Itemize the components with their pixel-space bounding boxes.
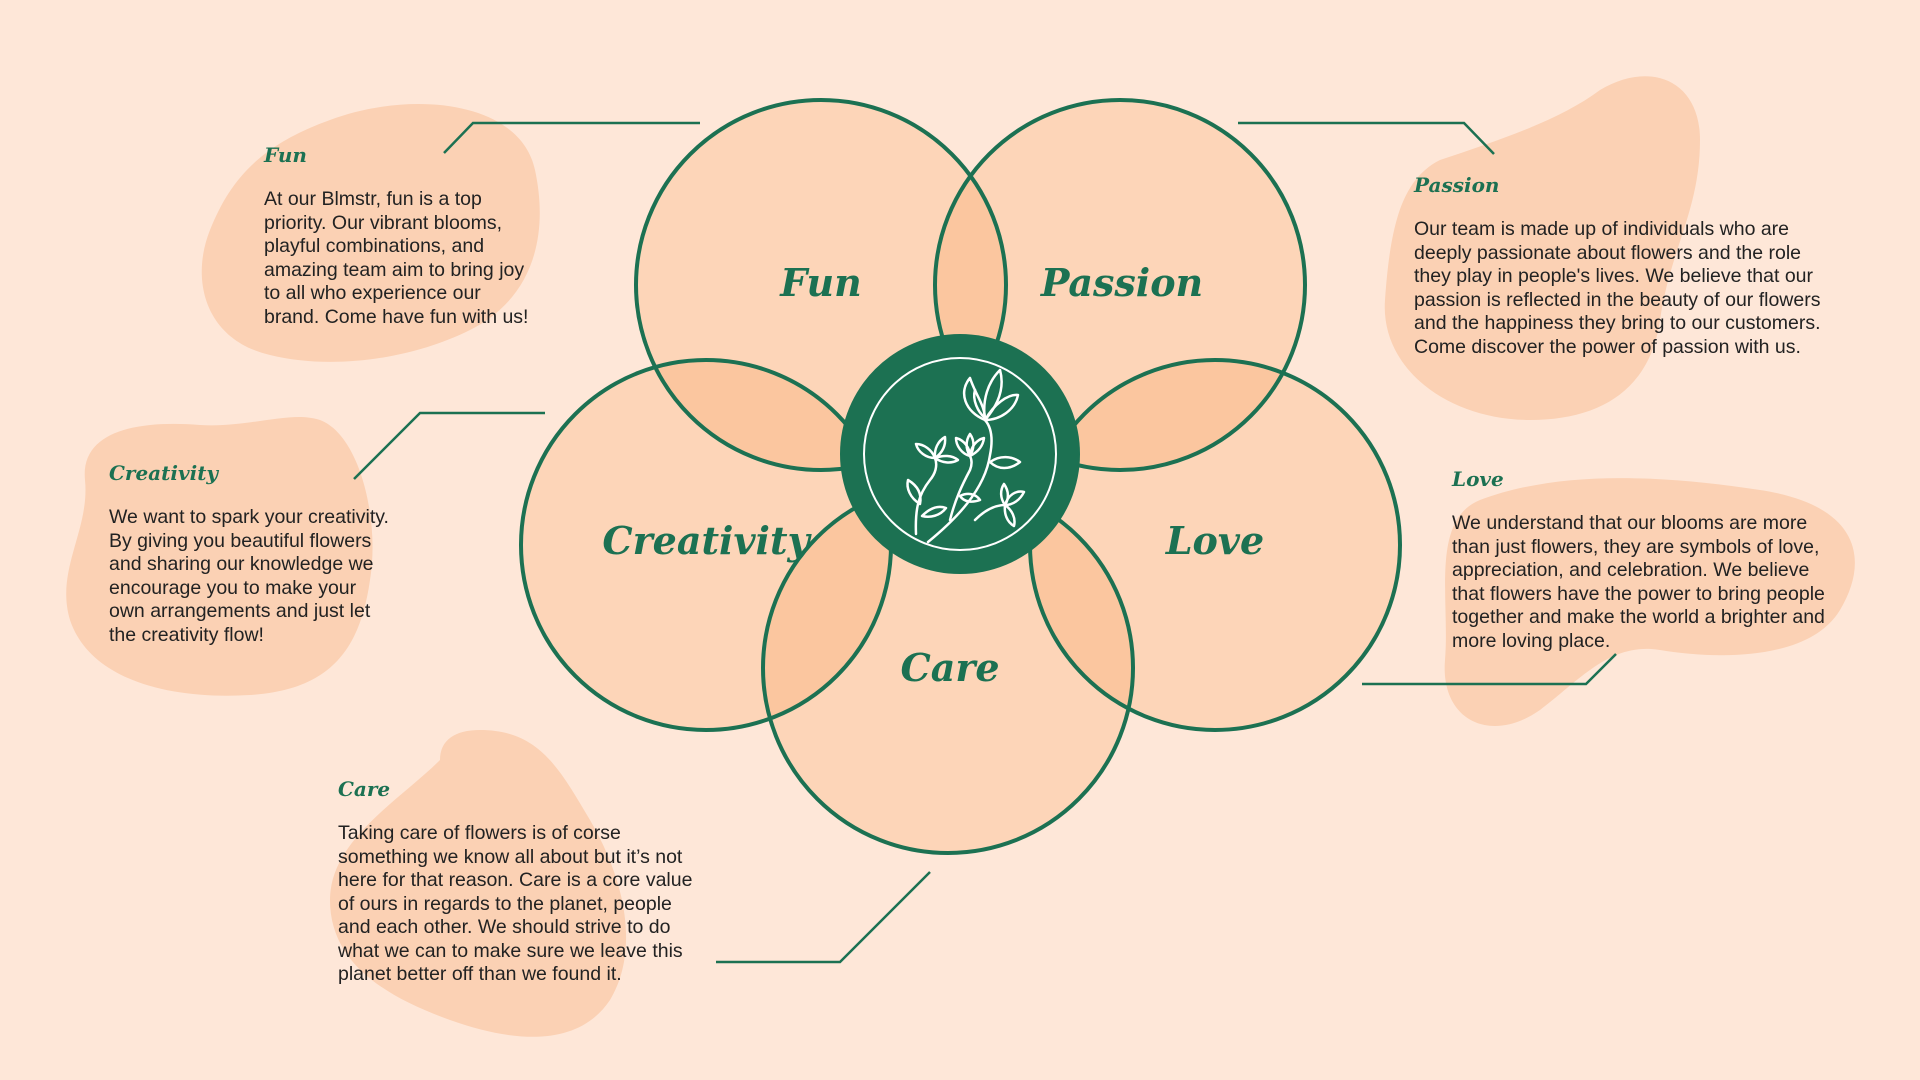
care-line: of ours in regards to the planet, people	[338, 893, 672, 915]
love-title: Love	[1452, 467, 1872, 491]
care-line: here for that reason. Care is a core val…	[338, 869, 692, 891]
care-line: something we know all about but it’s not	[338, 846, 682, 868]
fun-line: to all who experience our	[264, 282, 481, 304]
fun-line: At our Blmstr, fun is a top	[264, 188, 482, 210]
care-line: planet better off than we found it.	[338, 963, 622, 985]
passion-line: they play in people's lives. We believe …	[1414, 265, 1813, 287]
passion-line: passion is reflected in the beauty of ou…	[1414, 289, 1820, 311]
love-body: We understand that our blooms are more t…	[1452, 512, 1872, 653]
creativity-line: the creativity flow!	[109, 624, 264, 646]
love-line: appreciation, and celebration. We believ…	[1452, 559, 1809, 581]
care-line: and each other. We should strive to do	[338, 916, 670, 938]
love-line: more loving place.	[1452, 630, 1610, 652]
creativity-body: We want to spark your creativity. By giv…	[109, 506, 429, 647]
love-line: together and make the world a brighter a…	[1452, 606, 1825, 628]
fun-description: Fun At our Blmstr, fun is a top priority…	[264, 143, 564, 329]
care-line: what we can to make sure we leave this	[338, 940, 683, 962]
creativity-description: Creativity We want to spark your creativ…	[109, 461, 429, 647]
fun-line: brand. Come have fun with us!	[264, 306, 528, 328]
passion-title: Passion	[1414, 173, 1874, 197]
fun-line: priority. Our vibrant blooms,	[264, 212, 502, 234]
creativity-line: own arrangements and just let	[109, 600, 370, 622]
passion-line: deeply passionate about flowers and the …	[1414, 242, 1801, 264]
petal-label-passion: Passion	[1040, 260, 1203, 305]
fun-line: playful combinations, and	[264, 235, 484, 257]
passion-description: Passion Our team is made up of individua…	[1414, 173, 1874, 359]
center-circle	[840, 334, 1080, 574]
petal-label-love: Love	[1165, 518, 1264, 563]
fun-line: amazing team aim to bring joy	[264, 259, 524, 281]
creativity-title: Creativity	[109, 461, 429, 485]
love-line: We understand that our blooms are more	[1452, 512, 1807, 534]
center-badge	[840, 334, 1080, 574]
passion-body: Our team is made up of individuals who a…	[1414, 218, 1874, 359]
passion-line: Our team is made up of individuals who a…	[1414, 218, 1789, 240]
connector-passion	[1238, 123, 1494, 154]
care-description: Care Taking care of flowers is of corse …	[338, 777, 728, 987]
fun-body: At our Blmstr, fun is a top priority. Ou…	[264, 188, 564, 329]
care-line: Taking care of flowers is of corse	[338, 822, 621, 844]
love-description: Love We understand that our blooms are m…	[1452, 467, 1872, 653]
creativity-line: and sharing our knowledge we	[109, 553, 374, 575]
love-line: that flowers have the power to bring peo…	[1452, 583, 1825, 605]
care-body: Taking care of flowers is of corse somet…	[338, 822, 728, 987]
creativity-line: We want to spark your creativity.	[109, 506, 389, 528]
passion-line: Come discover the power of passion with …	[1414, 336, 1801, 358]
petal-label-fun: Fun	[779, 260, 862, 305]
care-title: Care	[338, 777, 728, 801]
fun-title: Fun	[264, 143, 564, 167]
petal-label-creativity: Creativity	[602, 518, 812, 563]
petal-label-care: Care	[900, 645, 999, 690]
love-line: than just flowers, they are symbols of l…	[1452, 536, 1819, 558]
creativity-line: By giving you beautiful flowers	[109, 530, 371, 552]
passion-line: and the happiness they bring to our cust…	[1414, 312, 1821, 334]
connector-care	[716, 872, 930, 962]
creativity-line: encourage you to make your	[109, 577, 356, 599]
